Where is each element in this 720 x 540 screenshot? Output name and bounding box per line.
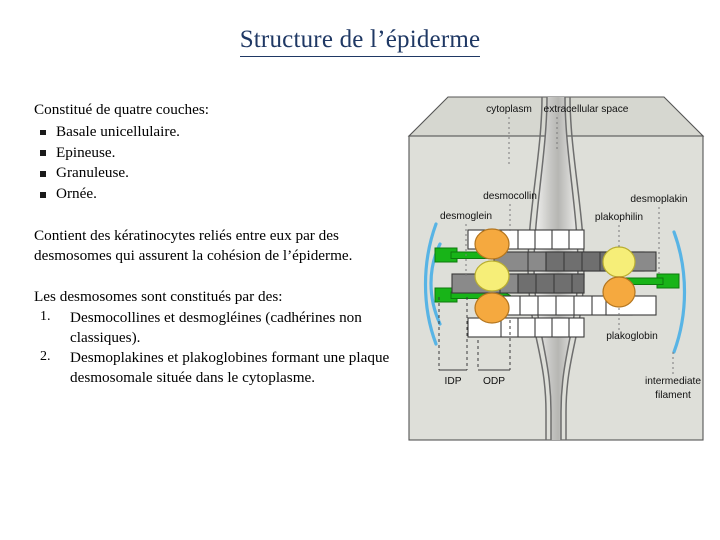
spacer <box>34 205 394 226</box>
plakophilin-icon <box>602 246 636 278</box>
label-plakoglobin: plakoglobin <box>606 331 658 342</box>
keratinocyte-paragraph: Contient des kératinocytes reliés entre … <box>34 227 353 264</box>
bullet-square-icon <box>40 129 46 136</box>
list-item: Granuleuse. <box>34 163 394 184</box>
bullet-square-icon <box>40 150 46 156</box>
list-item-number: 1. <box>40 309 51 325</box>
list-item-label: Desmocollines et desmogléines (cadhérine… <box>70 309 362 347</box>
label-extracellular-space: extracellular space <box>544 104 629 115</box>
list-item: Ornée. <box>34 184 394 205</box>
label-idp: IDP <box>445 376 462 387</box>
label-desmocollin: desmocollin <box>483 191 537 202</box>
intermediate-filament-icon <box>672 230 687 354</box>
content-text-column: Constitué de quatre couches: Basale unic… <box>34 100 394 387</box>
plakophilin-icon <box>474 260 510 292</box>
label-desmoglein: desmoglein <box>440 211 492 222</box>
components-heading: Les desmosomes sont constitués par des: <box>34 287 283 305</box>
label-intermediate-filament-line2: filament <box>655 390 691 401</box>
desmosome-diagram: cytoplasm extracellular space desmocolli… <box>406 92 706 454</box>
intermediate-filament-icon <box>423 222 438 346</box>
list-item-label: Granuleuse. <box>56 164 129 182</box>
label-desmoplakin: desmoplakin <box>630 194 687 205</box>
desmoglein-bar-middle <box>451 273 585 294</box>
layers-list: Basale unicellulaire. Epineuse. Granuleu… <box>34 122 394 205</box>
list-item-number: 2. <box>40 348 51 364</box>
list-item-label: Desmoplakines et plakoglobines formant u… <box>70 348 390 386</box>
list-item: Basale unicellulaire. <box>34 122 394 143</box>
page-title: Structure de l’épiderme <box>0 26 720 57</box>
list-item-label: Basale unicellulaire. <box>56 122 180 140</box>
globular-protein-group <box>474 228 636 324</box>
label-plakophilin: plakophilin <box>595 212 643 223</box>
leader-line-group <box>465 117 674 374</box>
plakoglobin-icon <box>602 276 636 308</box>
bracket-group <box>438 297 511 371</box>
list-item-label: Epineuse. <box>56 143 116 161</box>
page-title-text: Structure de l’épiderme <box>239 26 481 57</box>
plakoglobin-icon <box>474 292 510 324</box>
spacer <box>34 266 394 287</box>
list-item: 1. Desmocollines et desmogléines (cadhér… <box>34 308 394 348</box>
list-item: 2. Desmoplakines et plakoglobines forman… <box>34 348 394 388</box>
list-item: Epineuse. <box>34 143 394 164</box>
bullet-square-icon <box>40 171 46 177</box>
plakoglobin-icon <box>474 228 510 260</box>
label-cytoplasm: cytoplasm <box>486 104 532 115</box>
label-odp: ODP <box>483 376 505 387</box>
intro-heading: Constitué de quatre couches: <box>34 101 210 118</box>
list-item-label: Ornée. <box>56 185 97 203</box>
components-list: 1. Desmocollines et desmogléines (cadhér… <box>34 308 394 387</box>
bullet-square-icon <box>40 192 46 198</box>
label-intermediate-filament-line1: intermediate <box>645 376 701 387</box>
